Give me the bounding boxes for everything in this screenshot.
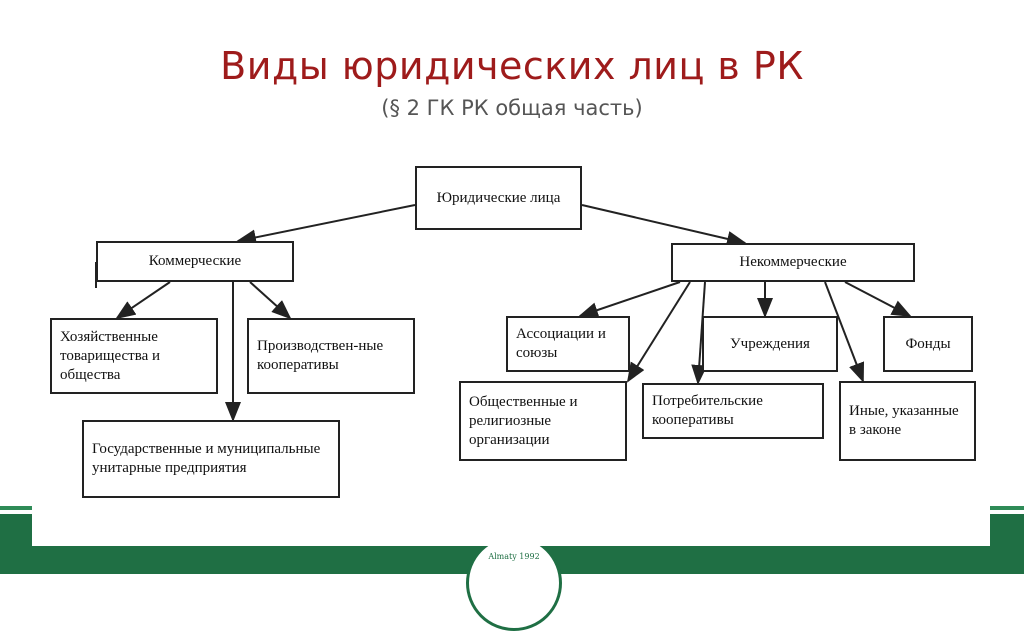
arrow-root-commercial xyxy=(236,204,416,246)
node-root: Юридические лица xyxy=(415,166,582,230)
arrow-to-associations xyxy=(578,281,681,318)
connector-lines xyxy=(95,204,912,422)
arrow-to-consumer-coops xyxy=(691,281,708,385)
node-funds-label: Фонды xyxy=(905,335,951,352)
node-commercial: Коммерческие xyxy=(96,241,294,282)
node-state-enterprises-label: Государственные и муниципальные унитарны… xyxy=(92,441,321,476)
arrow-to-partnerships xyxy=(115,281,171,320)
node-production-cooperatives-label: Производствен-ные кооперативы xyxy=(257,338,384,373)
node-associations: Ассоциации и союзы xyxy=(506,316,630,372)
arrow-to-cooperatives xyxy=(249,281,292,320)
node-funds: Фонды xyxy=(883,316,973,372)
arrow-root-noncommercial xyxy=(581,204,747,247)
node-state-enterprises: Государственные и муниципальные унитарны… xyxy=(82,420,340,498)
node-institutions: Учреждения xyxy=(702,316,838,372)
arrow-to-other xyxy=(824,281,865,383)
node-public-organizations: Общественные и религиозные организации xyxy=(459,381,627,461)
node-noncommercial-label: Некоммерческие xyxy=(739,254,847,270)
node-production-cooperatives: Производствен-ные кооперативы xyxy=(247,318,415,394)
node-noncommercial: Некоммерческие xyxy=(671,243,915,282)
node-consumer-cooperatives: Потребительские кооперативы xyxy=(642,383,824,439)
node-public-organizations-label: Общественные и религиозные организации xyxy=(469,393,578,448)
node-partnerships-label: Хозяйственные товарищества и общества xyxy=(60,328,161,383)
slide-subtitle: (§ 2 ГК РК общая часть) xyxy=(381,96,643,120)
node-other: Иные, указанные в законе xyxy=(839,381,976,461)
emblem-text: Almaty 1992 xyxy=(488,552,540,561)
node-consumer-cooperatives-label: Потребительские кооперативы xyxy=(652,393,763,428)
node-institutions-label: Учреждения xyxy=(730,335,810,352)
node-other-label: Иные, указанные в законе xyxy=(849,403,959,438)
node-associations-label: Ассоциации и союзы xyxy=(516,326,606,361)
node-commercial-label: Коммерческие xyxy=(148,253,242,269)
arrow-to-funds xyxy=(844,281,912,317)
slide-title: Виды юридических лиц в РК xyxy=(220,44,804,88)
node-partnerships: Хозяйственные товарищества и общества xyxy=(50,318,218,394)
arrow-to-public-orgs xyxy=(626,281,691,383)
node-root-label: Юридические лица xyxy=(436,189,561,206)
